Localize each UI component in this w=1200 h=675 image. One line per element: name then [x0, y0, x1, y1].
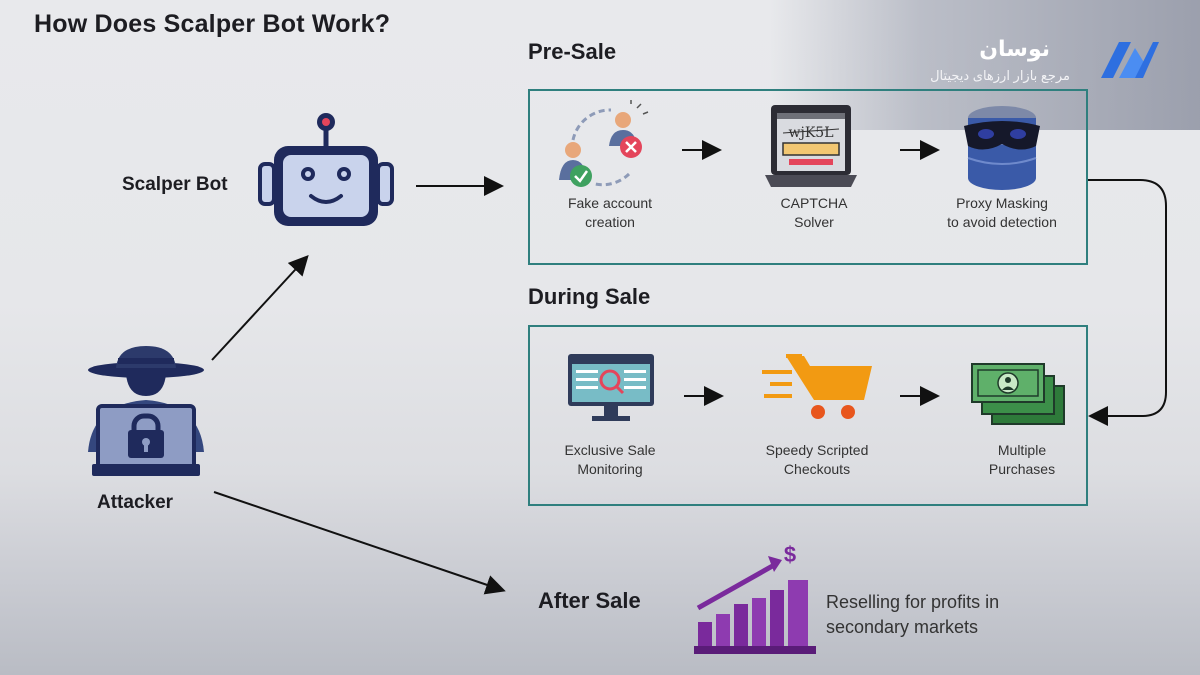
aftersale-line-1: Reselling for profits in	[826, 592, 1000, 612]
aftersale-heading: After Sale	[538, 588, 641, 613]
attacker-icon	[88, 346, 204, 476]
presale-heading: Pre-Sale	[528, 39, 617, 64]
brand-tagline: مرجع بازار ارزهای دیجیتال	[930, 68, 1070, 83]
label-line-1: Multiple	[997, 442, 1047, 458]
presale-step-2-label: CAPTCHA Solver	[739, 194, 889, 232]
arrow-presale-to-duringsale	[1087, 179, 1167, 426]
label-line-2: Monitoring	[577, 461, 643, 477]
label-line-1: Proxy Masking	[956, 195, 1048, 211]
label-line-2: Solver	[794, 214, 834, 230]
scalper-bot-label: Scalper Bot	[122, 174, 228, 195]
duringsale-box	[528, 325, 1088, 506]
label-line-1: Fake account	[567, 195, 653, 211]
label-line-1: Speedy Scripted	[765, 442, 869, 458]
label-line-2: creation	[585, 214, 635, 230]
brand-name: نوسان	[979, 36, 1050, 61]
label-line-2: Purchases	[988, 461, 1056, 477]
presale-step-3-label: Proxy Masking to avoid detection	[927, 194, 1077, 232]
arrow-attacker-to-bot	[211, 255, 309, 361]
monitor-search-icon	[568, 354, 654, 421]
label-line-2: to avoid detection	[947, 214, 1057, 230]
fake-accounts-icon	[559, 100, 649, 187]
duringsale-step-2-label: Speedy Scripted Checkouts	[742, 441, 892, 479]
dollar-sign: $	[784, 542, 796, 567]
presale-step-1-label: Fake account creation	[535, 194, 685, 232]
masked-database-icon	[964, 106, 1040, 190]
duringsale-step-1-label: Exclusive Sale Monitoring	[535, 441, 685, 479]
brand-logo-icon	[1101, 42, 1159, 78]
aftersale-description: Reselling for profits in secondary marke…	[826, 590, 999, 640]
captcha-text: wjK5L	[789, 125, 834, 141]
label-line-2: Checkouts	[783, 461, 851, 477]
captcha-laptop-icon: wjK5L	[765, 105, 857, 187]
label-line-1: Exclusive Sale	[564, 442, 656, 458]
duringsale-heading: During Sale	[528, 284, 651, 309]
presale-box	[528, 89, 1088, 265]
robot-icon	[258, 113, 394, 226]
aftersale-line-2: secondary markets	[826, 617, 979, 637]
money-stack-icon	[971, 363, 1065, 425]
label-line-1: CAPTCHA	[780, 195, 848, 211]
profit-chart-icon: $	[694, 542, 816, 654]
arrow-attacker-to-aftersale	[213, 491, 506, 595]
speedy-cart-icon	[762, 354, 872, 419]
attacker-label: Attacker	[97, 492, 174, 513]
page-title: How Does Scalper Bot Work?	[34, 10, 391, 38]
duringsale-step-3-label: Multiple Purchases	[947, 441, 1097, 479]
